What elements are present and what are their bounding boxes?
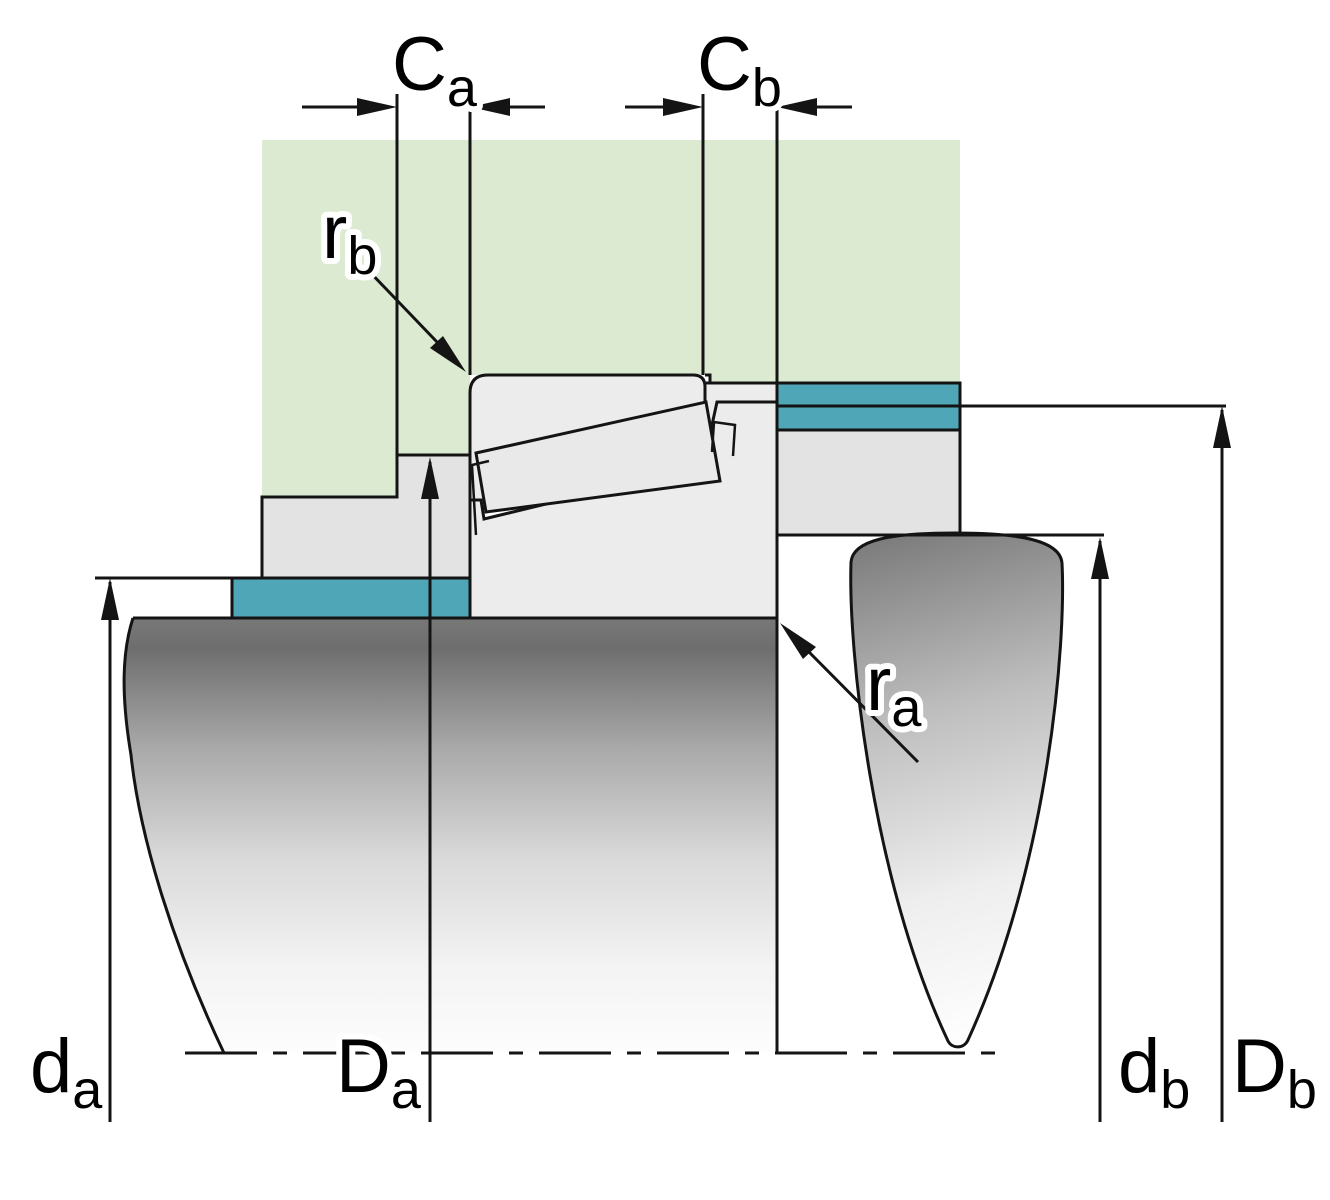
- shaft-left-contour: [122, 617, 226, 1054]
- da-arrow-up-icon: [101, 578, 119, 620]
- db-arrow-up-icon: [1091, 537, 1109, 579]
- cage-small-end: [470, 459, 490, 536]
- label-ca: Ca: [392, 22, 478, 118]
- housing-step-edge: [705, 373, 712, 383]
- label-db: db: [1118, 1024, 1190, 1120]
- right-spacer-ring: [775, 428, 962, 537]
- housing-block: [262, 140, 960, 497]
- shaft-shoulder: [849, 531, 1065, 1049]
- ca-arrow-left-icon: [470, 98, 510, 116]
- Da-arrow-up-icon: [421, 457, 439, 499]
- label-ra: ra: [866, 642, 922, 738]
- cage-big-end: [710, 420, 737, 457]
- label-cb: Cb: [697, 22, 782, 118]
- Db-arrow-up-icon: [1213, 406, 1231, 448]
- cb-arrow-right-icon: [663, 98, 703, 116]
- ra-leader-line: [806, 649, 920, 764]
- rb-arrowhead-icon: [430, 336, 466, 372]
- tapered-roller: [474, 400, 722, 514]
- ca-arrow-right-icon: [357, 98, 397, 116]
- label-Db: Db: [1232, 1024, 1317, 1120]
- left-abutment-collar: [230, 576, 472, 620]
- label-da: da: [30, 1024, 103, 1120]
- rb-leader-line: [364, 266, 439, 344]
- cb-arrow-left-icon: [777, 98, 817, 116]
- shaft-body: [124, 618, 778, 1053]
- ra-arrowhead-icon: [780, 623, 816, 659]
- label-rb: rb: [322, 190, 377, 286]
- label-Da: Da: [336, 1024, 422, 1120]
